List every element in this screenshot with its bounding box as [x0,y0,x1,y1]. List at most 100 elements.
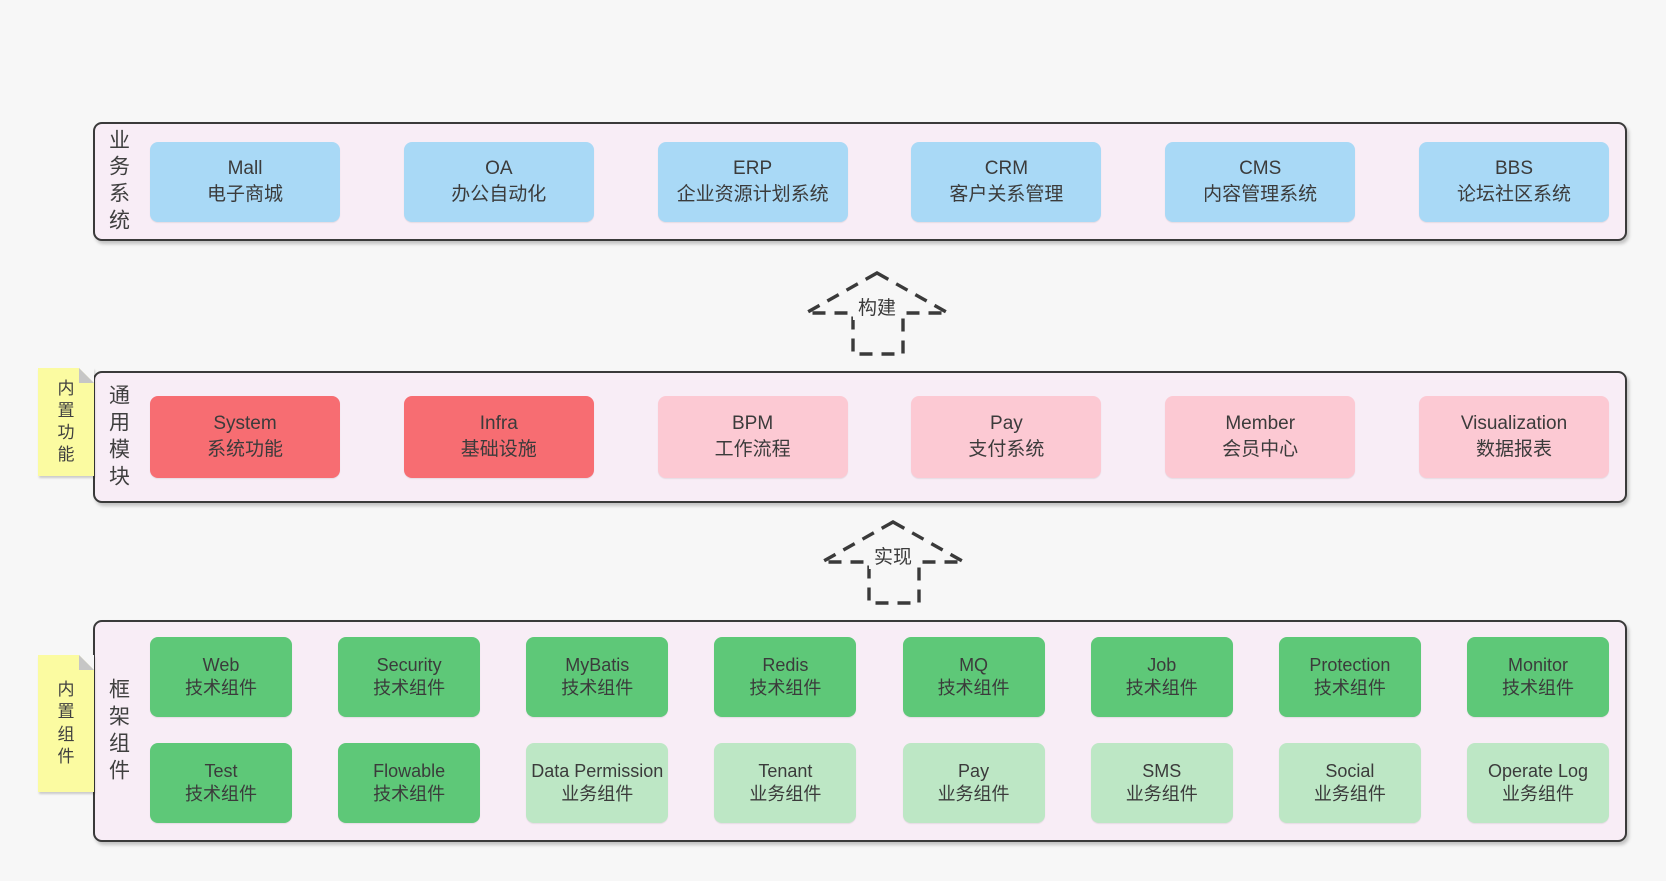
box-title: Infra [479,413,518,435]
box-title: MQ [959,654,989,675]
component-box-operate-log: Operate Log 业务组件 [1466,743,1609,823]
component-box-protection: Protection 技术组件 [1278,637,1421,717]
box-title: Test [204,760,238,781]
box-subtitle: 技术组件 [1501,678,1574,698]
box-subtitle: 基础设施 [460,439,537,460]
box-subtitle: 技术组件 [1125,678,1198,698]
box-subtitle: 技术组件 [373,784,446,804]
box-subtitle: 技术组件 [185,784,257,804]
box-subtitle: 内容管理系统 [1203,183,1318,205]
module-box-visualization: Visualization 数据报表 [1418,396,1609,478]
box-subtitle: 工作流程 [714,439,791,460]
business-box-bbs: BBS 论坛社区系统 [1418,141,1609,222]
business-box-mall: Mall 电子商城 [150,141,340,222]
box-title: OA [485,157,513,179]
sticky-note-builtin-components: 内置组件 [38,655,94,792]
box-subtitle: 业务组件 [1501,784,1574,804]
box-subtitle: 系统功能 [206,439,283,460]
component-row-1: Web 技术组件 Security 技术组件 MyBatis 技术组件 Redi… [150,637,1609,717]
box-title: Pay [990,413,1023,435]
box-subtitle: 技术组件 [373,678,446,698]
dashed-up-arrow-icon [821,520,965,605]
business-box-cms: CMS 内容管理系统 [1165,141,1356,222]
box-subtitle: 业务组件 [749,784,822,804]
box-title: Tenant [758,760,813,781]
component-box-web: Web 技术组件 [150,637,292,717]
business-box-crm: CRM 客户关系管理 [911,141,1102,222]
box-title: Mall [227,157,263,179]
layer-framework-components: 框架组件 Web 技术组件 Security 技术组件 MyBatis 技术组件… [93,620,1627,842]
box-title: Pay [958,760,990,781]
layer-label-business-systems: 业务系统 [109,128,131,233]
module-box-system: System 系统功能 [150,396,340,478]
box-subtitle: 客户关系管理 [949,183,1064,205]
box-title: Member [1225,413,1296,435]
component-box-mybatis: MyBatis 技术组件 [526,637,669,717]
box-subtitle: 业务组件 [561,784,634,804]
build-arrow: 构建 [805,270,949,356]
box-title: Security [376,654,442,675]
box-subtitle: 支付系统 [968,439,1045,460]
component-box-flowable: Flowable 技术组件 [338,743,481,823]
component-boxes-grid: Web 技术组件 Security 技术组件 MyBatis 技术组件 Redi… [150,637,1609,823]
box-subtitle: 办公自动化 [451,183,547,205]
sticky-note-text: 内置组件 [57,680,75,766]
component-box-sms: SMS 业务组件 [1090,743,1233,823]
business-boxes-row: Mall 电子商城 OA 办公自动化 ERP 企业资源计划系统 CRM 客户关系… [150,124,1609,239]
layer-label-common-modules: 通用模块 [109,384,131,488]
box-title: Redis [762,654,809,675]
component-box-mq: MQ 技术组件 [902,637,1045,717]
box-title: Web [202,654,240,675]
box-subtitle: 技术组件 [561,678,634,698]
box-title: BBS [1494,157,1533,179]
module-box-bpm: BPM 工作流程 [657,396,848,478]
component-box-social: Social 业务组件 [1278,743,1421,823]
box-subtitle: 数据报表 [1475,439,1552,460]
box-title: Job [1147,654,1177,675]
box-title: System [213,413,277,435]
component-row-2: Test 技术组件 Flowable 技术组件 Data Permission … [150,743,1609,823]
box-subtitle: 论坛社区系统 [1456,183,1571,205]
box-title: SMS [1142,760,1182,781]
business-box-erp: ERP 企业资源计划系统 [657,141,848,222]
box-title: Data Permission [531,760,664,781]
box-title: BPM [732,413,774,435]
layer-common-modules: 通用模块 System 系统功能 Infra 基础设施 BPM 工作流程 Pay… [93,371,1627,503]
implement-arrow: 实现 [821,519,965,605]
dashed-up-arrow-icon [805,271,949,356]
sticky-note-builtin-features: 内置功能 [38,368,94,476]
box-title: MyBatis [565,654,630,675]
box-subtitle: 业务组件 [1125,784,1198,804]
box-subtitle: 企业资源计划系统 [676,183,829,205]
module-box-member: Member 会员中心 [1165,396,1356,478]
box-title: Visualization [1460,413,1568,435]
box-title: Social [1325,760,1375,781]
box-subtitle: 业务组件 [1313,784,1386,804]
business-box-oa: OA 办公自动化 [403,141,594,222]
layer-business-systems: 业务系统 Mall 电子商城 OA 办公自动化 ERP 企业资源计划系统 CRM… [93,122,1627,241]
box-title: Monitor [1507,654,1568,675]
box-title: Protection [1309,654,1391,675]
component-box-redis: Redis 技术组件 [714,637,857,717]
box-subtitle: 业务组件 [937,784,1010,804]
box-subtitle: 技术组件 [185,678,257,698]
component-box-tenant: Tenant 业务组件 [714,743,857,823]
box-subtitle: 会员中心 [1222,439,1299,460]
module-boxes-row: System 系统功能 Infra 基础设施 BPM 工作流程 Pay 支付系统… [150,373,1609,501]
component-box-data-permission: Data Permission 业务组件 [526,743,669,823]
box-subtitle: 电子商城 [206,183,283,205]
component-box-pay: Pay 业务组件 [902,743,1045,823]
component-box-test: Test 技术组件 [150,743,292,823]
box-subtitle: 技术组件 [1313,678,1386,698]
box-title: ERP [733,157,773,179]
component-box-monitor: Monitor 技术组件 [1466,637,1609,717]
box-subtitle: 技术组件 [937,678,1010,698]
box-title: Operate Log [1487,760,1589,781]
box-title: CRM [984,157,1029,179]
implement-arrow-label: 实现 [868,542,918,569]
sticky-note-text: 内置功能 [57,378,75,465]
box-title: Flowable [373,760,446,781]
box-subtitle: 技术组件 [749,678,822,698]
box-title: CMS [1239,157,1282,179]
